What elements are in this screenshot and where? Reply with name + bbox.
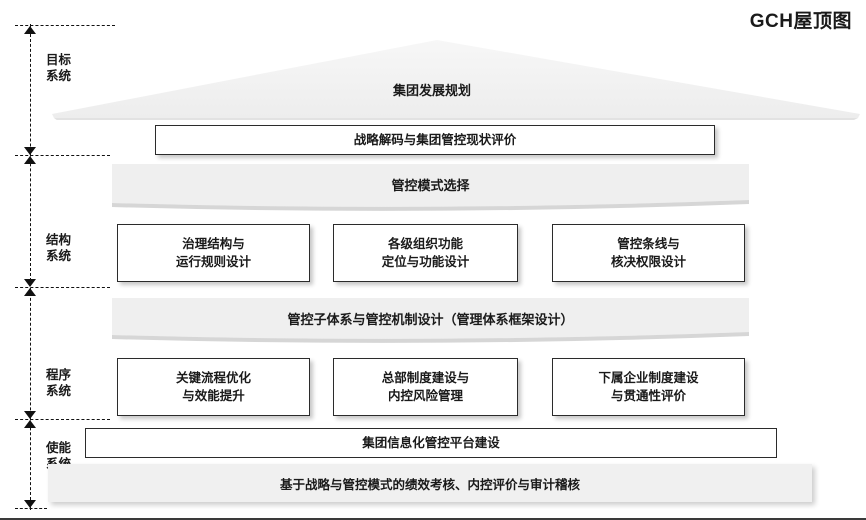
information-platform-box[interactable]: 集团信息化管控平台建设 <box>85 428 777 458</box>
axis-arrow-structure-down <box>24 279 36 287</box>
structure-box-3[interactable]: 管控条线与 核决权限设计 <box>552 224 745 282</box>
axis-arrow-bottom-down <box>24 500 36 508</box>
axis-label-procedure-system: 程序 系统 <box>46 368 72 398</box>
axis-divider-top <box>15 25 115 26</box>
control-mode-banner[interactable]: 管控模式选择 <box>112 164 749 212</box>
structure-box-1[interactable]: 治理结构与 运行规则设计 <box>117 224 310 282</box>
axis-arrow-structure-up <box>24 156 36 164</box>
procedure-box-2[interactable]: 总部制度建设与 内控风险管理 <box>333 358 518 416</box>
structure-box-2[interactable]: 各级组织功能 定位与功能设计 <box>333 224 518 282</box>
axis-arrow-procedure-up <box>24 288 36 296</box>
page-title: GCH屋顶图 <box>749 11 852 32</box>
axis-label-structure-system: 结构 系统 <box>46 233 72 263</box>
performance-evaluation-band[interactable]: 基于战略与管控模式的绩效考核、内控评价与审计稽核 <box>48 464 812 502</box>
axis-vertical-line <box>30 24 31 510</box>
procedure-box-3[interactable]: 下属企业制度建设 与贯通性评价 <box>552 358 745 416</box>
roof-triangle: 集团发展规划 <box>52 38 860 120</box>
axis-arrow-procedure-down <box>24 411 36 419</box>
axis-divider-goal-structure <box>15 155 110 156</box>
roof-label: 集团发展规划 <box>392 83 471 98</box>
axis-arrow-top-up <box>24 26 36 34</box>
axis-divider-bottom <box>15 508 47 509</box>
strategy-decode-box[interactable]: 战略解码与集团管控现状评价 <box>155 125 715 155</box>
control-subsystem-banner[interactable]: 管控子体系与管控机制设计（管理体系框架设计） <box>112 298 749 344</box>
control-subsystem-banner-label: 管控子体系与管控机制设计（管理体系框架设计） <box>287 311 574 327</box>
procedure-box-1[interactable]: 关键流程优化 与效能提升 <box>117 358 310 416</box>
control-mode-banner-label: 管控模式选择 <box>391 177 470 193</box>
axis-arrow-enabling-up <box>24 420 36 428</box>
axis-arrow-goal-down <box>24 147 36 155</box>
axis-divider-structure-procedure <box>15 287 110 288</box>
axis-divider-procedure-enabling <box>15 419 110 420</box>
axis-label-goal-system: 目标 系统 <box>46 53 72 83</box>
